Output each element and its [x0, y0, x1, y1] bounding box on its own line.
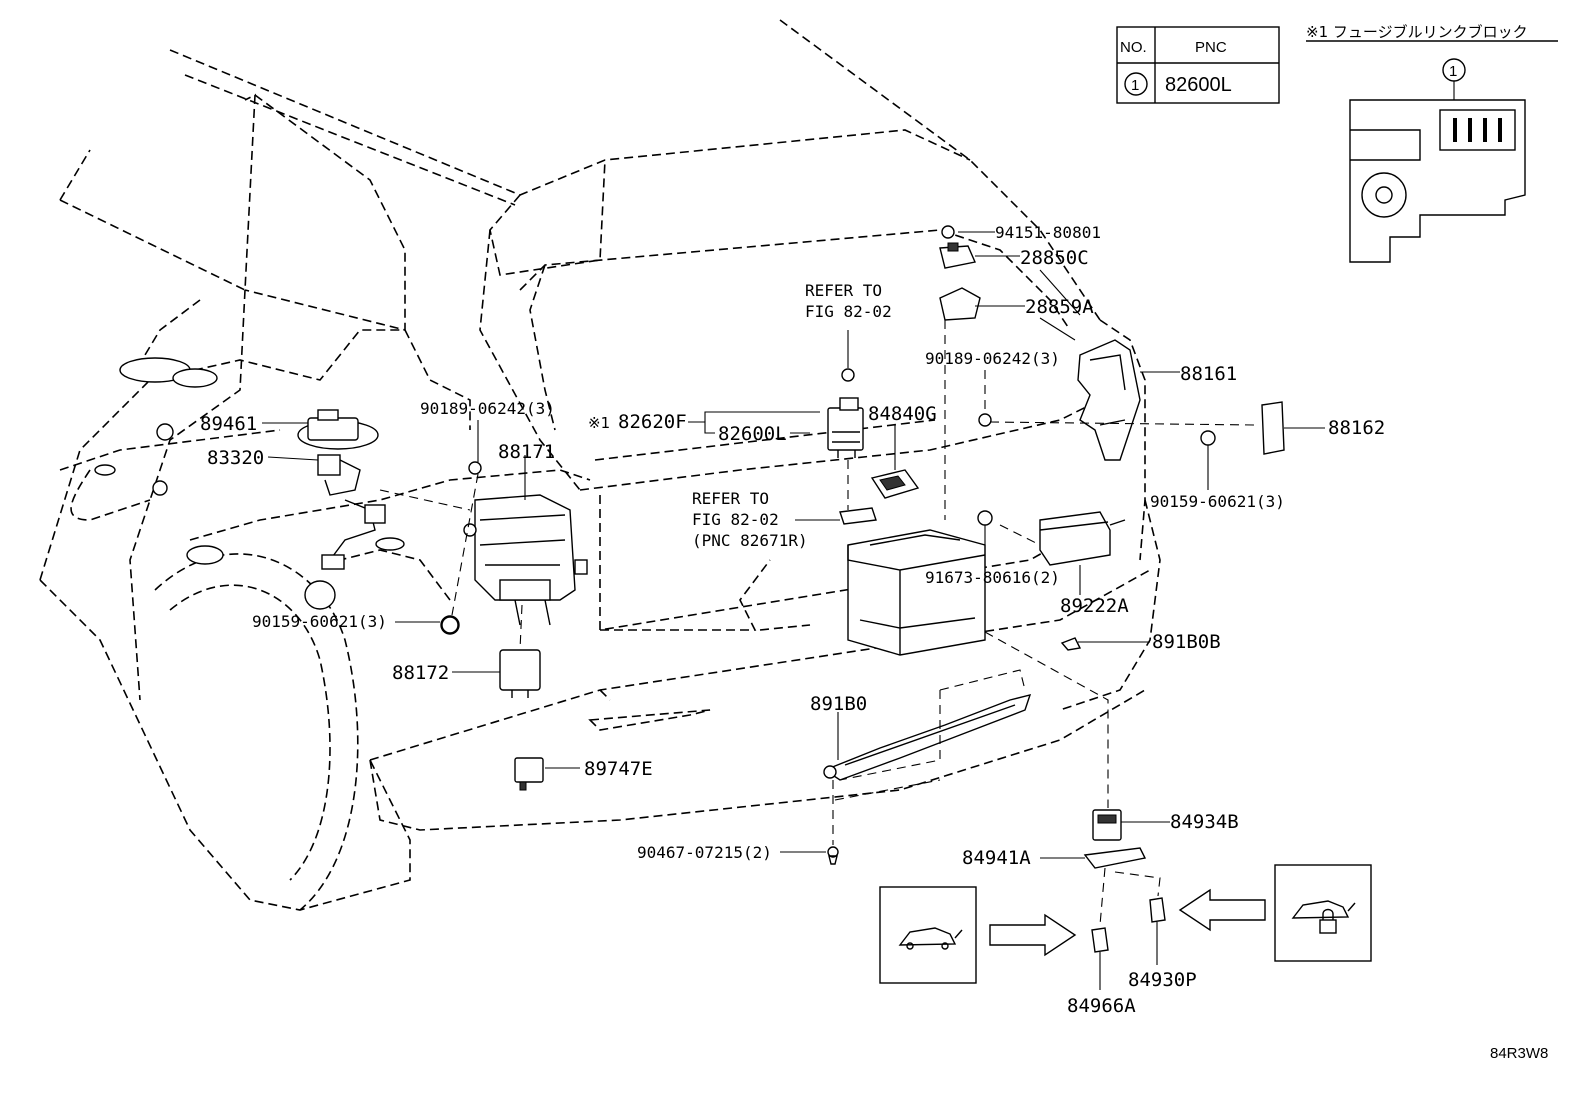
- label-refer-mid-line3: (PNC 82671R): [692, 531, 808, 550]
- label-refer-mid-line1: REFER TO: [692, 489, 769, 508]
- label-891b0: 891B0: [810, 693, 867, 715]
- part-88162-radar: [1261, 401, 1285, 455]
- vehicle-icon: [898, 927, 963, 950]
- label-84966a: 84966A: [1067, 995, 1136, 1017]
- part-89747e-sensor: [514, 757, 544, 791]
- part-89461-fuel-sender: [297, 409, 386, 570]
- inset-fusible-link-block: ※1 フュージブルリンクブロック 1: [1306, 23, 1558, 263]
- label-89222a: 89222A: [1060, 595, 1129, 617]
- label-refer-top-line1: REFER TO: [805, 281, 882, 300]
- part-84840g-switch: [870, 469, 920, 499]
- label-90159-60621-right: 90159-60621(3): [1150, 492, 1285, 511]
- label-89747e: 89747E: [584, 758, 653, 780]
- inset-callout: 1: [1449, 63, 1457, 80]
- table-header-no: NO.: [1120, 39, 1147, 56]
- part-84934b-switch: [1092, 809, 1122, 841]
- label-91673-80616: 91673-80616(2): [925, 568, 1060, 587]
- part-labels: 94151-80801 28850C 28859A 90189-06242(3)…: [200, 223, 1385, 1017]
- part-91673-bolt: [977, 510, 993, 526]
- label-refer-top-line2: FIG 82-02: [805, 302, 892, 321]
- label-28850c: 28850C: [1020, 247, 1089, 269]
- part-28859a-cover: [939, 287, 981, 321]
- battery: [847, 529, 986, 656]
- cargo-floor-features: [94, 357, 460, 635]
- label-90189-06242-left: 90189-06242(3): [420, 399, 555, 418]
- label-90467-07215: 90467-07215(2): [637, 843, 772, 862]
- part-84930p-switch: [1149, 897, 1166, 923]
- part-82620f-relay-block: [827, 368, 864, 458]
- diagram-code: 84R3W8: [1490, 1045, 1548, 1062]
- label-90189-06242-right: 90189-06242(3): [925, 349, 1060, 368]
- part-89222a-ecu: [1039, 511, 1126, 566]
- part-88172-unit: [499, 649, 541, 698]
- part-88161-bracket: [1077, 339, 1141, 461]
- label-84930p: 84930P: [1128, 969, 1197, 991]
- leader-lines: [262, 231, 1325, 990]
- vehicle-body-outline: [39, 19, 1161, 911]
- label-891b0b: 891B0B: [1152, 631, 1221, 653]
- label-90159-60621-left: 90159-60621(3): [252, 612, 387, 631]
- label-88161: 88161: [1180, 363, 1237, 385]
- fastener-right-90189: [978, 413, 992, 427]
- fasteners-left: [441, 461, 482, 634]
- vehicle-icon-box: [879, 886, 977, 984]
- part-82671r-connector: [839, 507, 877, 525]
- table-row-pnc: 82600L: [1165, 74, 1232, 96]
- label-82620f: 82620F: [618, 411, 687, 433]
- part-90467-clip: [827, 846, 839, 865]
- label-84941a: 84941A: [962, 847, 1031, 869]
- label-84934b: 84934B: [1170, 811, 1239, 833]
- label-mark-82620f: ※1: [588, 414, 610, 432]
- arrow-right: [989, 913, 1077, 957]
- vehicle-lock-icon: [1291, 900, 1356, 934]
- part-84966a-switch: [1091, 927, 1109, 953]
- label-refer-mid-line2: FIG 82-02: [692, 510, 779, 529]
- label-84840g: 84840G: [868, 403, 937, 425]
- label-94151-80801: 94151-80801: [995, 223, 1101, 242]
- part-891b0-garnish: [823, 637, 1082, 781]
- part-28850c-bracket: [939, 225, 976, 269]
- arrow-left: [1178, 888, 1266, 932]
- label-83320: 83320: [207, 447, 264, 469]
- part-84941a-housing: [1083, 847, 1147, 869]
- fastener-right-90159: [1200, 430, 1216, 446]
- label-88172: 88172: [392, 662, 449, 684]
- part-88171-module: [463, 494, 588, 626]
- inset-title: ※1 フュージブルリンクブロック: [1306, 23, 1528, 41]
- label-88162: 88162: [1328, 417, 1385, 439]
- table-header-pnc: PNC: [1195, 39, 1227, 56]
- label-88171: 88171: [498, 441, 555, 463]
- table-row-no: 1: [1131, 77, 1139, 94]
- label-82600l: 82600L: [718, 423, 787, 445]
- label-89461: 89461: [200, 413, 257, 435]
- label-28859a: 28859A: [1025, 296, 1094, 318]
- pnc-table: NO. PNC 1 82600L: [1116, 26, 1280, 104]
- vehicle-lock-icon-box: [1274, 864, 1372, 962]
